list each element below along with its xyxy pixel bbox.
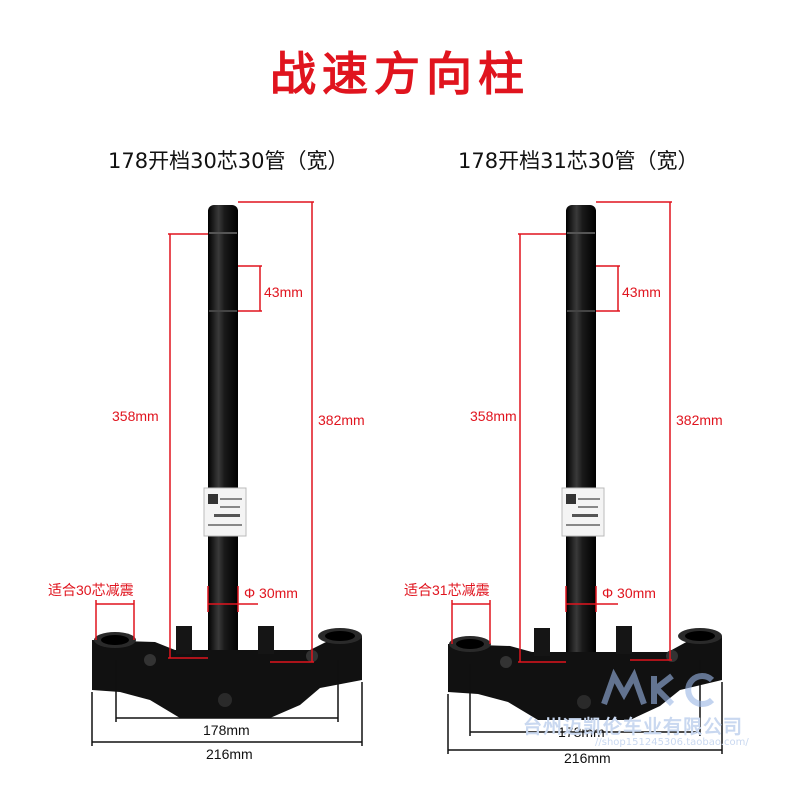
- left-fit-label: 适合30芯减震: [48, 582, 134, 598]
- right-dim-358: 358mm: [470, 408, 517, 424]
- right-dim-178: 178mm: [558, 724, 605, 740]
- page-title: 战速方向柱: [270, 47, 530, 101]
- left-product-subtitle: 178开档30芯30管（宽）: [108, 149, 349, 173]
- left-dim-diameter: Φ 30mm: [244, 585, 298, 601]
- right-dim-diameter: Φ 30mm: [602, 585, 656, 601]
- left-dim-43: 43mm: [264, 284, 303, 300]
- left-steering-stem: [92, 205, 362, 718]
- watermark-company: 台州迈凯伦车业有限公司: [523, 716, 744, 738]
- right-dim-43: 43mm: [622, 284, 661, 300]
- left-dimension-lines: [95, 201, 314, 663]
- right-dimension-lines: [451, 201, 672, 663]
- right-fit-label: 适合31芯减震: [404, 582, 490, 598]
- right-dim-382: 382mm: [676, 412, 723, 428]
- right-product-subtitle: 178开档31芯30管（宽）: [458, 149, 699, 173]
- left-dim-178: 178mm: [203, 722, 250, 738]
- left-dim-358: 358mm: [112, 408, 159, 424]
- left-base-dimension-lines: [91, 660, 363, 746]
- watermark-url: //shop151245306.taobao.com/: [595, 737, 749, 748]
- left-dim-382: 382mm: [318, 412, 365, 428]
- right-steering-stem: [448, 205, 722, 720]
- watermark-logo: [601, 668, 715, 707]
- left-dim-216: 216mm: [206, 746, 253, 762]
- right-base-dimension-lines: [447, 660, 723, 754]
- right-dim-216: 216mm: [564, 750, 611, 766]
